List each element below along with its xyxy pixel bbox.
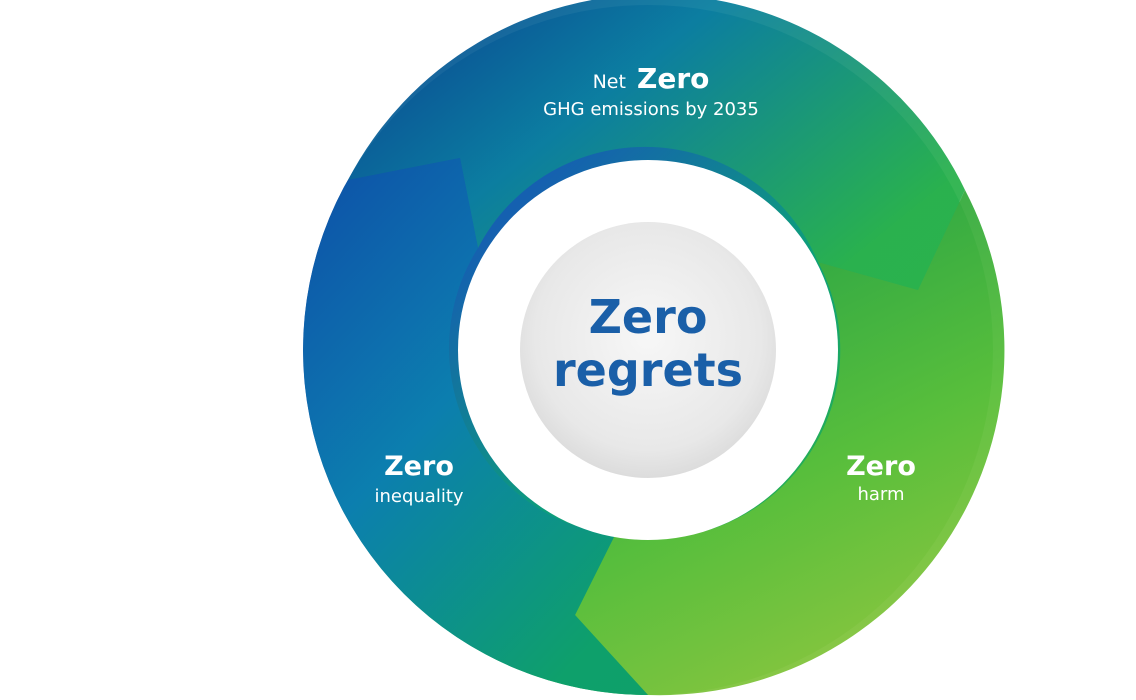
segment-left-arc [303,158,648,695]
left-segment-subtitle: inequality [374,486,463,507]
right-segment-title: Zero [846,451,916,482]
top-segment-prefix: Net [593,71,626,93]
center-circle [520,222,776,478]
center-title-line1: Zero [589,290,708,344]
segment-top-arc [348,0,965,290]
center-title-line2: regrets [553,343,743,397]
top-segment-heading: Net Zero [593,62,710,95]
top-segment-title: Zero [637,62,709,95]
right-segment-subtitle: harm [857,484,904,505]
top-segment-subtitle: GHG emissions by 2035 [543,99,759,120]
left-segment-title: Zero [384,451,454,482]
segment-right-arc [575,190,1005,696]
